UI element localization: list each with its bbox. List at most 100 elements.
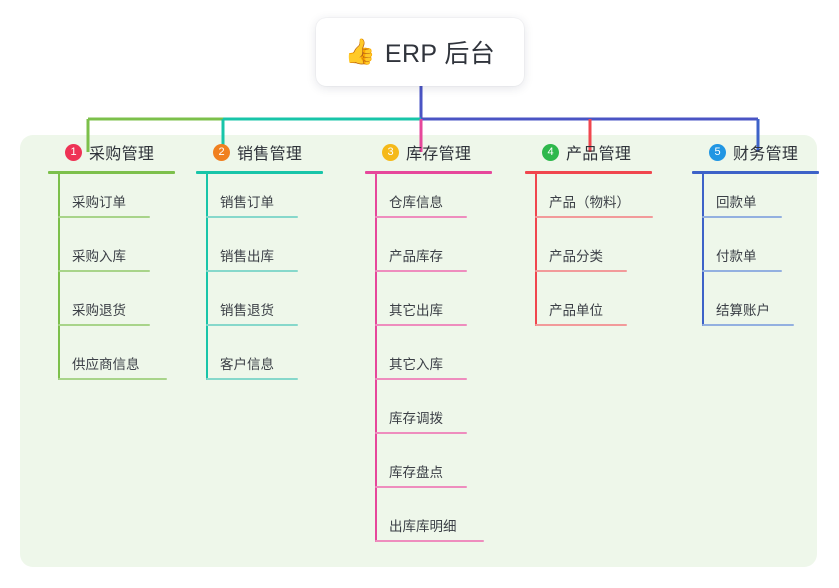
module-item[interactable]: 采购退货 — [48, 282, 198, 336]
module-badge-1: 1 — [65, 143, 82, 161]
module-item-rule — [375, 486, 467, 488]
module-title-5: 财务管理 — [733, 146, 799, 163]
module-item-label: 库存盘点 — [389, 465, 443, 480]
module-item[interactable]: 产品库存 — [365, 228, 515, 282]
module-item-list-2: 销售订单销售出库销售退货客户信息 — [196, 174, 346, 390]
module-item-rule — [58, 378, 167, 380]
module-item[interactable]: 采购订单 — [48, 174, 198, 228]
module-item-rule — [535, 270, 627, 272]
module-header-rule-3 — [365, 171, 492, 174]
module-item-label: 回款单 — [716, 195, 757, 210]
module-item-rule — [375, 270, 467, 272]
module-title-3: 库存管理 — [406, 146, 472, 163]
module-item-list-3: 仓库信息产品库存其它出库其它入库库存调拨库存盘点出库库明细 — [365, 174, 515, 552]
module-item[interactable]: 销售出库 — [196, 228, 346, 282]
module-item-label: 付款单 — [716, 249, 757, 264]
module-item[interactable]: 付款单 — [692, 228, 839, 282]
module-item-rule — [206, 378, 298, 380]
module-item-list-5: 回款单付款单结算账户 — [692, 174, 839, 336]
module-item-label: 产品（物料） — [549, 195, 630, 210]
module-title-4: 产品管理 — [566, 146, 632, 163]
module-header-2[interactable]: 2 销售管理 — [196, 135, 346, 169]
module-badge-5: 5 — [709, 143, 726, 161]
module-item-label: 其它出库 — [389, 303, 443, 318]
module-item-label: 采购退货 — [72, 303, 126, 318]
module-item-rule — [702, 216, 782, 218]
module-column-5: 5 财务管理回款单付款单结算账户 — [692, 135, 839, 336]
module-item[interactable]: 客户信息 — [196, 336, 346, 390]
module-item-rule — [58, 324, 150, 326]
module-item-label: 仓库信息 — [389, 195, 443, 210]
module-item-rule — [535, 216, 653, 218]
module-item-rule — [702, 324, 794, 326]
module-column-1: 1 采购管理采购订单采购入库采购退货供应商信息 — [48, 135, 198, 390]
module-item-label: 结算账户 — [716, 303, 770, 318]
module-item[interactable]: 出库库明细 — [365, 498, 515, 552]
module-header-rule-5 — [692, 171, 819, 174]
module-item[interactable]: 其它入库 — [365, 336, 515, 390]
module-item-label: 产品单位 — [549, 303, 603, 318]
module-item[interactable]: 其它出库 — [365, 282, 515, 336]
module-spine-3 — [375, 174, 377, 542]
module-item-label: 库存调拨 — [389, 411, 443, 426]
module-item[interactable]: 仓库信息 — [365, 174, 515, 228]
module-item-label: 采购入库 — [72, 249, 126, 264]
module-header-1[interactable]: 1 采购管理 — [48, 135, 198, 169]
module-item-label: 产品分类 — [549, 249, 603, 264]
module-columns: 1 采购管理采购订单采购入库采购退货供应商信息 2 销售管理销售订单销售出库销售退货客… — [20, 135, 819, 567]
module-item-rule — [58, 216, 150, 218]
module-item-label: 销售退货 — [220, 303, 274, 318]
module-spine-4 — [535, 174, 537, 326]
module-item[interactable]: 销售退货 — [196, 282, 346, 336]
module-item[interactable]: 库存盘点 — [365, 444, 515, 498]
module-item-label: 产品库存 — [389, 249, 443, 264]
root-node-title: ERP 后台 — [384, 40, 496, 68]
module-item-rule — [375, 432, 467, 434]
module-item-label: 供应商信息 — [72, 357, 140, 372]
module-item[interactable]: 回款单 — [692, 174, 839, 228]
module-item[interactable]: 产品（物料） — [525, 174, 675, 228]
module-item-label: 销售订单 — [220, 195, 274, 210]
root-node-erp-backend[interactable]: 👍 ERP 后台 — [316, 18, 524, 86]
module-badge-4: 4 — [542, 143, 559, 161]
module-item-rule — [375, 540, 484, 542]
modules-panel-background — [20, 135, 817, 567]
module-item[interactable]: 结算账户 — [692, 282, 839, 336]
module-header-rule-4 — [525, 171, 652, 174]
module-item-label: 其它入库 — [389, 357, 443, 372]
thumbs-up-icon: 👍 — [344, 37, 376, 66]
module-item-rule — [375, 324, 467, 326]
module-item-rule — [702, 270, 782, 272]
module-item-rule — [206, 216, 298, 218]
module-badge-2: 2 — [213, 143, 230, 161]
module-column-3: 3 库存管理仓库信息产品库存其它出库其它入库库存调拨库存盘点出库库明细 — [365, 135, 515, 552]
module-item-rule — [535, 324, 627, 326]
module-column-4: 4 产品管理产品（物料） 产品分类产品单位 — [525, 135, 675, 336]
module-item-rule — [206, 270, 298, 272]
module-item-rule — [206, 324, 298, 326]
module-item[interactable]: 库存调拨 — [365, 390, 515, 444]
module-header-5[interactable]: 5 财务管理 — [692, 135, 839, 169]
module-spine-1 — [58, 174, 60, 380]
module-title-2: 销售管理 — [237, 146, 303, 163]
module-item-label: 销售出库 — [220, 249, 274, 264]
module-item-rule — [58, 270, 150, 272]
module-item[interactable]: 供应商信息 — [48, 336, 198, 390]
module-spine-5 — [702, 174, 704, 326]
module-item[interactable]: 销售订单 — [196, 174, 346, 228]
module-header-rule-2 — [196, 171, 323, 174]
module-item-list-4: 产品（物料） 产品分类产品单位 — [525, 174, 675, 336]
module-item[interactable]: 采购入库 — [48, 228, 198, 282]
module-item[interactable]: 产品单位 — [525, 282, 675, 336]
module-spine-2 — [206, 174, 208, 380]
module-column-2: 2 销售管理销售订单销售出库销售退货客户信息 — [196, 135, 346, 390]
module-item[interactable]: 产品分类 — [525, 228, 675, 282]
module-title-1: 采购管理 — [89, 146, 155, 163]
module-header-3[interactable]: 3 库存管理 — [365, 135, 515, 169]
module-item-label: 客户信息 — [220, 357, 274, 372]
module-badge-3: 3 — [382, 143, 399, 161]
module-item-list-1: 采购订单采购入库采购退货供应商信息 — [48, 174, 198, 390]
module-header-4[interactable]: 4 产品管理 — [525, 135, 675, 169]
module-item-rule — [375, 378, 467, 380]
